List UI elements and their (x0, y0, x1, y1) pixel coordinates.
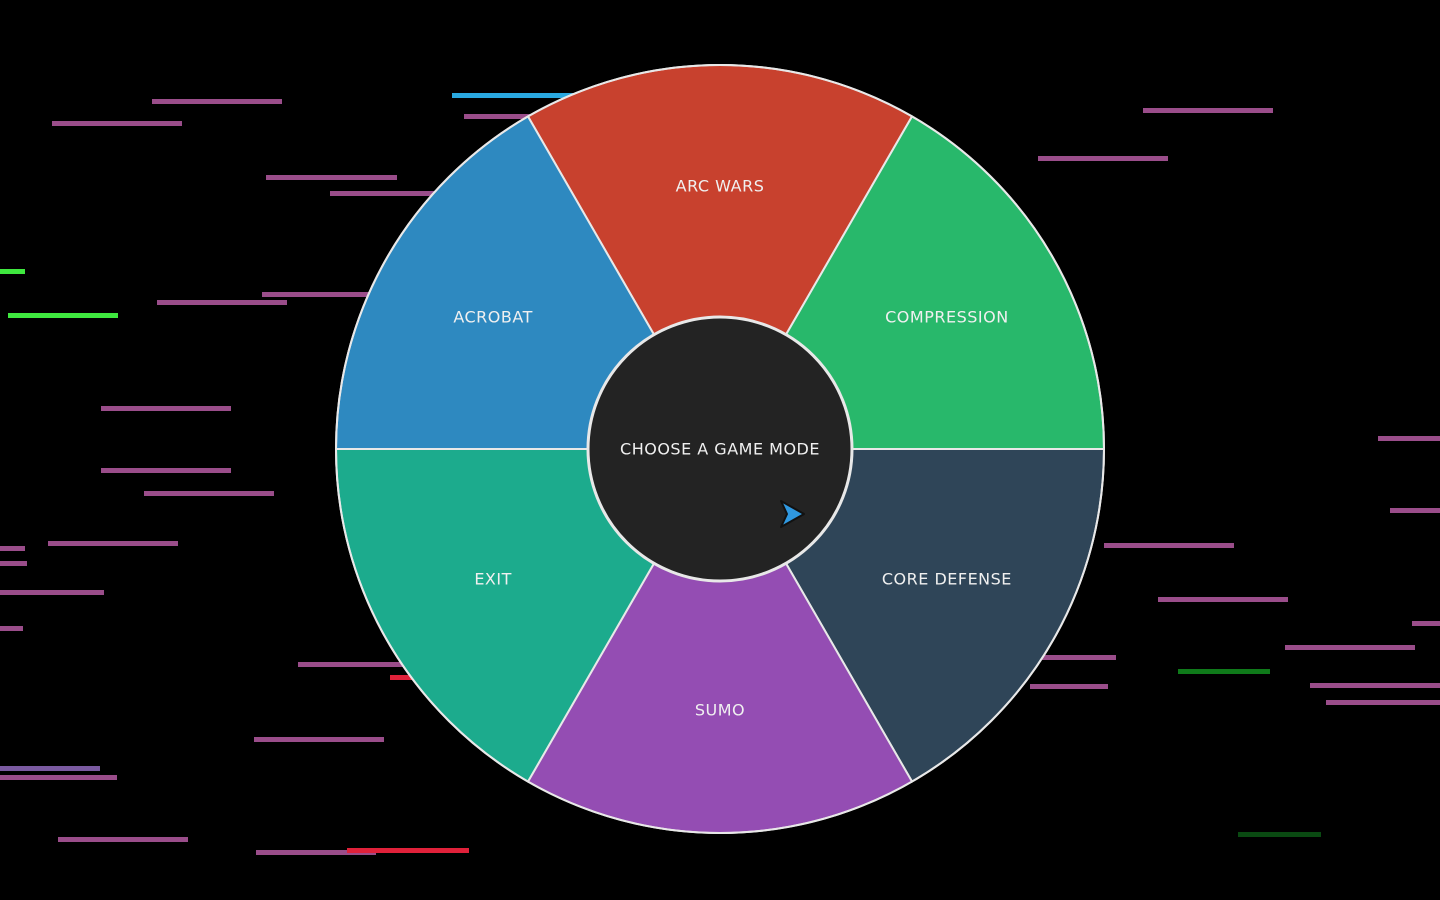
background-streak (464, 114, 534, 119)
background-streak (1104, 543, 1234, 548)
background-streak (0, 626, 23, 631)
background-streak (1238, 832, 1321, 837)
background-streak (256, 850, 376, 855)
background-streak (1030, 684, 1108, 689)
background-streak (452, 93, 580, 98)
segment-exit-label: EXIT (474, 570, 512, 589)
background-streak (262, 292, 372, 297)
background-streak (0, 775, 117, 780)
background-streak (266, 175, 397, 180)
background-streak (298, 662, 408, 667)
segment-compression-label: COMPRESSION (885, 308, 1009, 327)
background-streak (1178, 669, 1270, 674)
segment-acrobat-label: ACROBAT (453, 308, 533, 327)
background-streak (152, 99, 282, 104)
background-streak (0, 590, 104, 595)
segment-arc-wars-label: ARC WARS (676, 177, 765, 196)
background-streak (52, 121, 182, 126)
background-streak (254, 737, 384, 742)
background-streak (157, 300, 287, 305)
background-streak (144, 491, 274, 496)
wheel-outline (335, 64, 1105, 834)
background-streak (48, 541, 178, 546)
mode-wheel: ARC WARS COMPRESSION CORE DEFENSE SUMO E… (334, 64, 1106, 834)
background-streak (101, 468, 231, 473)
background-streak (1285, 645, 1415, 650)
segment-core-defense-label: CORE DEFENSE (882, 570, 1012, 589)
background-streak (1158, 597, 1288, 602)
background-streak (0, 766, 100, 771)
background-streak (1038, 156, 1168, 161)
background-streak (1326, 700, 1440, 705)
background-streak (1412, 621, 1440, 626)
background-streak (1390, 508, 1440, 513)
background-streak (0, 269, 25, 274)
center-title: CHOOSE A GAME MODE (620, 440, 820, 459)
background-streak (101, 406, 231, 411)
background-streak (1143, 108, 1273, 113)
background-streak (347, 848, 469, 853)
segment-sumo-label: SUMO (695, 701, 745, 720)
background-streak (330, 191, 440, 196)
background-streak (1310, 683, 1440, 688)
background-streak (390, 675, 420, 680)
background-streak (58, 837, 188, 842)
background-streak (1378, 436, 1440, 441)
background-streak (8, 313, 118, 318)
background-streak (1040, 655, 1116, 660)
background-streak (0, 546, 25, 551)
background-streaks (0, 93, 1440, 855)
background-streak (0, 561, 27, 566)
pointer-arrow-icon (780, 500, 805, 528)
